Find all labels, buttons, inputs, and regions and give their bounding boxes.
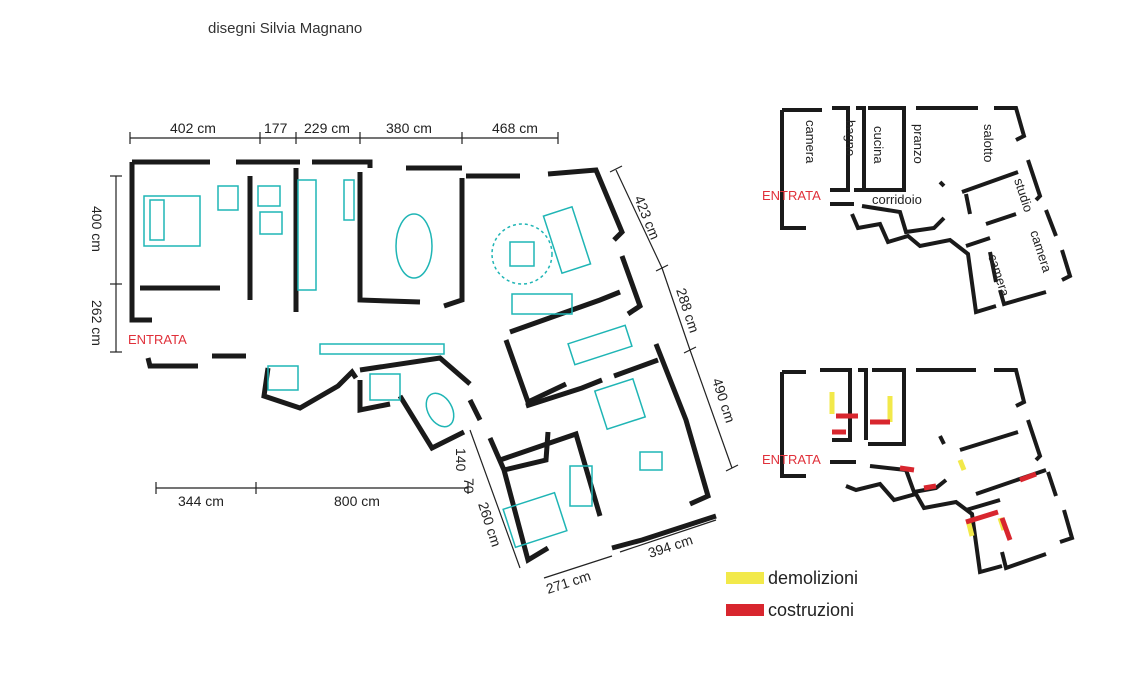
sofa-icon — [542, 205, 592, 275]
bathtub-icon — [425, 392, 455, 428]
legend-swatch-demolizioni — [726, 572, 764, 584]
dim-lower-1: 140 — [453, 448, 469, 472]
main-floor-plan: 402 cm 177 229 cm 380 cm 468 cm 400 cm 2… — [89, 120, 739, 597]
dim-top-5: 468 cm — [492, 120, 538, 136]
dim-top-4: 380 cm — [386, 120, 432, 136]
room-label-camera-1: camera — [803, 120, 818, 164]
legend: demolizioni costruzioni — [726, 568, 858, 620]
dim-lower-3: 260 cm — [475, 500, 504, 549]
bath-grid-icon — [593, 377, 647, 431]
plan-furniture — [143, 179, 663, 549]
lower-dimension-lines — [469, 429, 717, 579]
room-label-studio: studio — [1011, 176, 1036, 214]
small-plan-changes: ENTRATA — [762, 368, 1075, 575]
dim-top-1: 402 cm — [170, 120, 216, 136]
dim-lower-4: 271 cm — [544, 567, 593, 596]
room-label-pranzo: pranzo — [911, 124, 926, 164]
room-label-bagno: bagno — [843, 120, 858, 156]
legend-label-demolizioni: demolizioni — [768, 568, 858, 588]
construction-marks — [832, 413, 1037, 541]
corridor-cabinet-icon — [319, 343, 445, 355]
room-label-salotto: salotto — [981, 124, 996, 162]
entrance-label-small-bottom: ENTRATA — [762, 452, 821, 467]
dim-top-3: 229 cm — [304, 120, 350, 136]
bed-icon — [143, 195, 201, 247]
dim-right-1: 423 cm — [631, 193, 663, 242]
right-dimension-lines — [609, 165, 739, 472]
entrance-label-small-top: ENTRATA — [762, 188, 821, 203]
dim-top-2: 177 — [264, 120, 288, 136]
dim-left-1: 400 cm — [89, 206, 105, 252]
dim-left-2: 262 cm — [89, 300, 105, 346]
room-label-camera-2: camera — [1027, 228, 1055, 275]
room-label-corridoio: corridoio — [872, 192, 922, 207]
dim-lower-2: 70 — [461, 478, 477, 494]
legend-label-costruzioni: costruzioni — [768, 600, 854, 620]
dim-right-2: 288 cm — [673, 286, 702, 335]
round-rug-icon — [491, 223, 553, 285]
dim-bottom-1: 344 cm — [178, 493, 224, 509]
bottom-dimension-line — [155, 482, 469, 494]
legend-swatch-costruzioni — [726, 604, 764, 616]
small-plan-rooms: camera bagno cucina pranzo salotto corri… — [762, 106, 1073, 315]
room-label-camera-3: camera — [985, 252, 1013, 299]
drawing-credit: disegni Silvia Magnano — [208, 20, 363, 37]
entrance-label-main: ENTRATA — [128, 332, 187, 347]
plan-walls — [129, 159, 717, 564]
dim-bottom-2: 800 cm — [334, 493, 380, 509]
left-dimension-line — [110, 175, 122, 353]
room-label-cucina: cucina — [871, 126, 886, 164]
dining-table-icon — [395, 213, 433, 279]
top-dimension-line — [129, 132, 559, 144]
